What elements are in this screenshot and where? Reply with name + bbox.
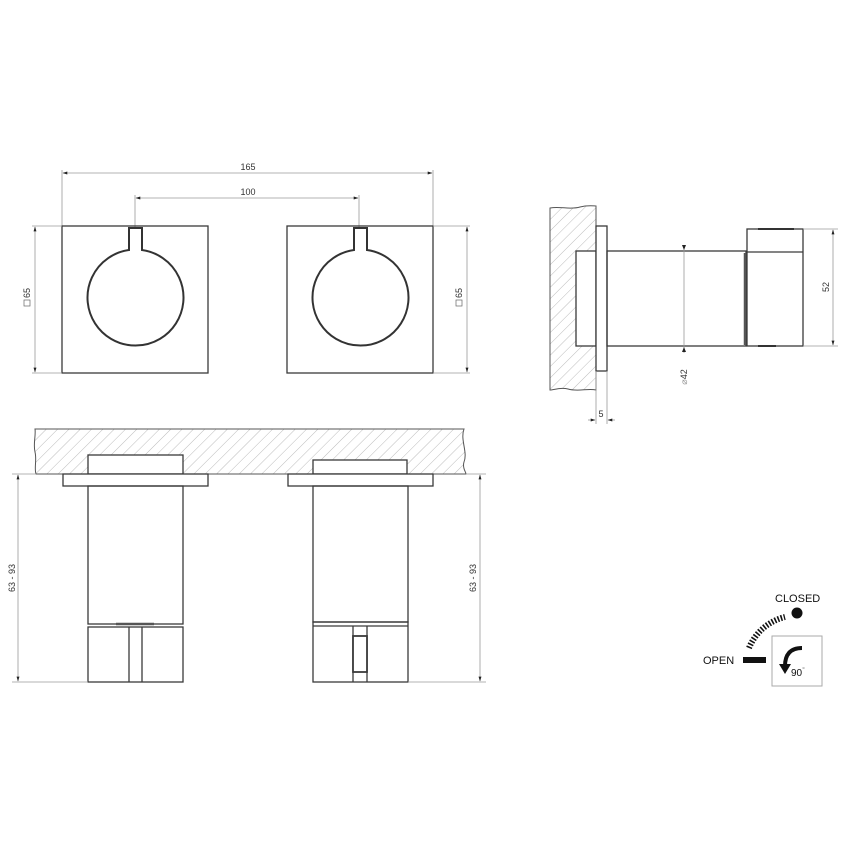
dimension-overall-width: 165 [61, 162, 434, 226]
dim-label-5: 5 [598, 409, 603, 419]
dim-label-right-65: 65 [454, 288, 464, 298]
wall-recess [575, 250, 597, 347]
dimension-left-depth: 63 - 93 [7, 473, 88, 683]
dimension-handle-spacing: 100 [134, 187, 360, 228]
closed-position-dot [791, 607, 803, 619]
svg-text:90°: 90° [791, 666, 805, 679]
right-valve-plate [286, 225, 434, 374]
side-plate [595, 225, 608, 372]
dimension-left-plate-size: 65 [22, 225, 62, 374]
side-handle [746, 228, 804, 347]
dim-label-165: 165 [240, 162, 255, 172]
front-view: 165 100 65 [22, 162, 470, 374]
dimension-plate-thickness: 5 [588, 371, 615, 424]
left-valve-plate [61, 225, 209, 374]
dimension-body-diameter: ⌀42 [679, 245, 689, 385]
open-label: OPEN [703, 655, 734, 667]
top-view: 63 - 93 63 - 93 [7, 428, 486, 683]
rotation-arc [746, 614, 786, 650]
side-view: ⌀42 52 5 [549, 205, 838, 424]
degree-symbol: ° [802, 666, 805, 674]
open-position-bar [743, 657, 766, 663]
closed-label: CLOSED [775, 593, 820, 605]
dim-label-right-63-93: 63 - 93 [468, 564, 478, 592]
dim-label-42: 42 [679, 369, 689, 379]
svg-text:⌀42: ⌀42 [679, 369, 689, 384]
side-body [606, 250, 747, 347]
dimension-right-plate-size: 65 [433, 225, 470, 374]
rotation-angle-value: 90 [791, 668, 803, 679]
dim-label-52: 52 [821, 282, 831, 292]
dim-label-left-65: 65 [22, 288, 32, 298]
dimension-right-depth: 63 - 93 [408, 473, 486, 683]
rotation-legend: CLOSED OPEN 90° [703, 593, 823, 687]
dimension-handle-height: 52 [803, 228, 838, 347]
rotate-counterclockwise-arrow-icon [779, 646, 803, 674]
diameter-symbol: ⌀ [679, 379, 689, 385]
right-valve-top [287, 459, 434, 683]
dim-label-100: 100 [240, 187, 255, 197]
rotation-angle-box [771, 635, 823, 687]
dim-label-left-63-93: 63 - 93 [7, 564, 17, 592]
left-valve-top [62, 454, 209, 683]
